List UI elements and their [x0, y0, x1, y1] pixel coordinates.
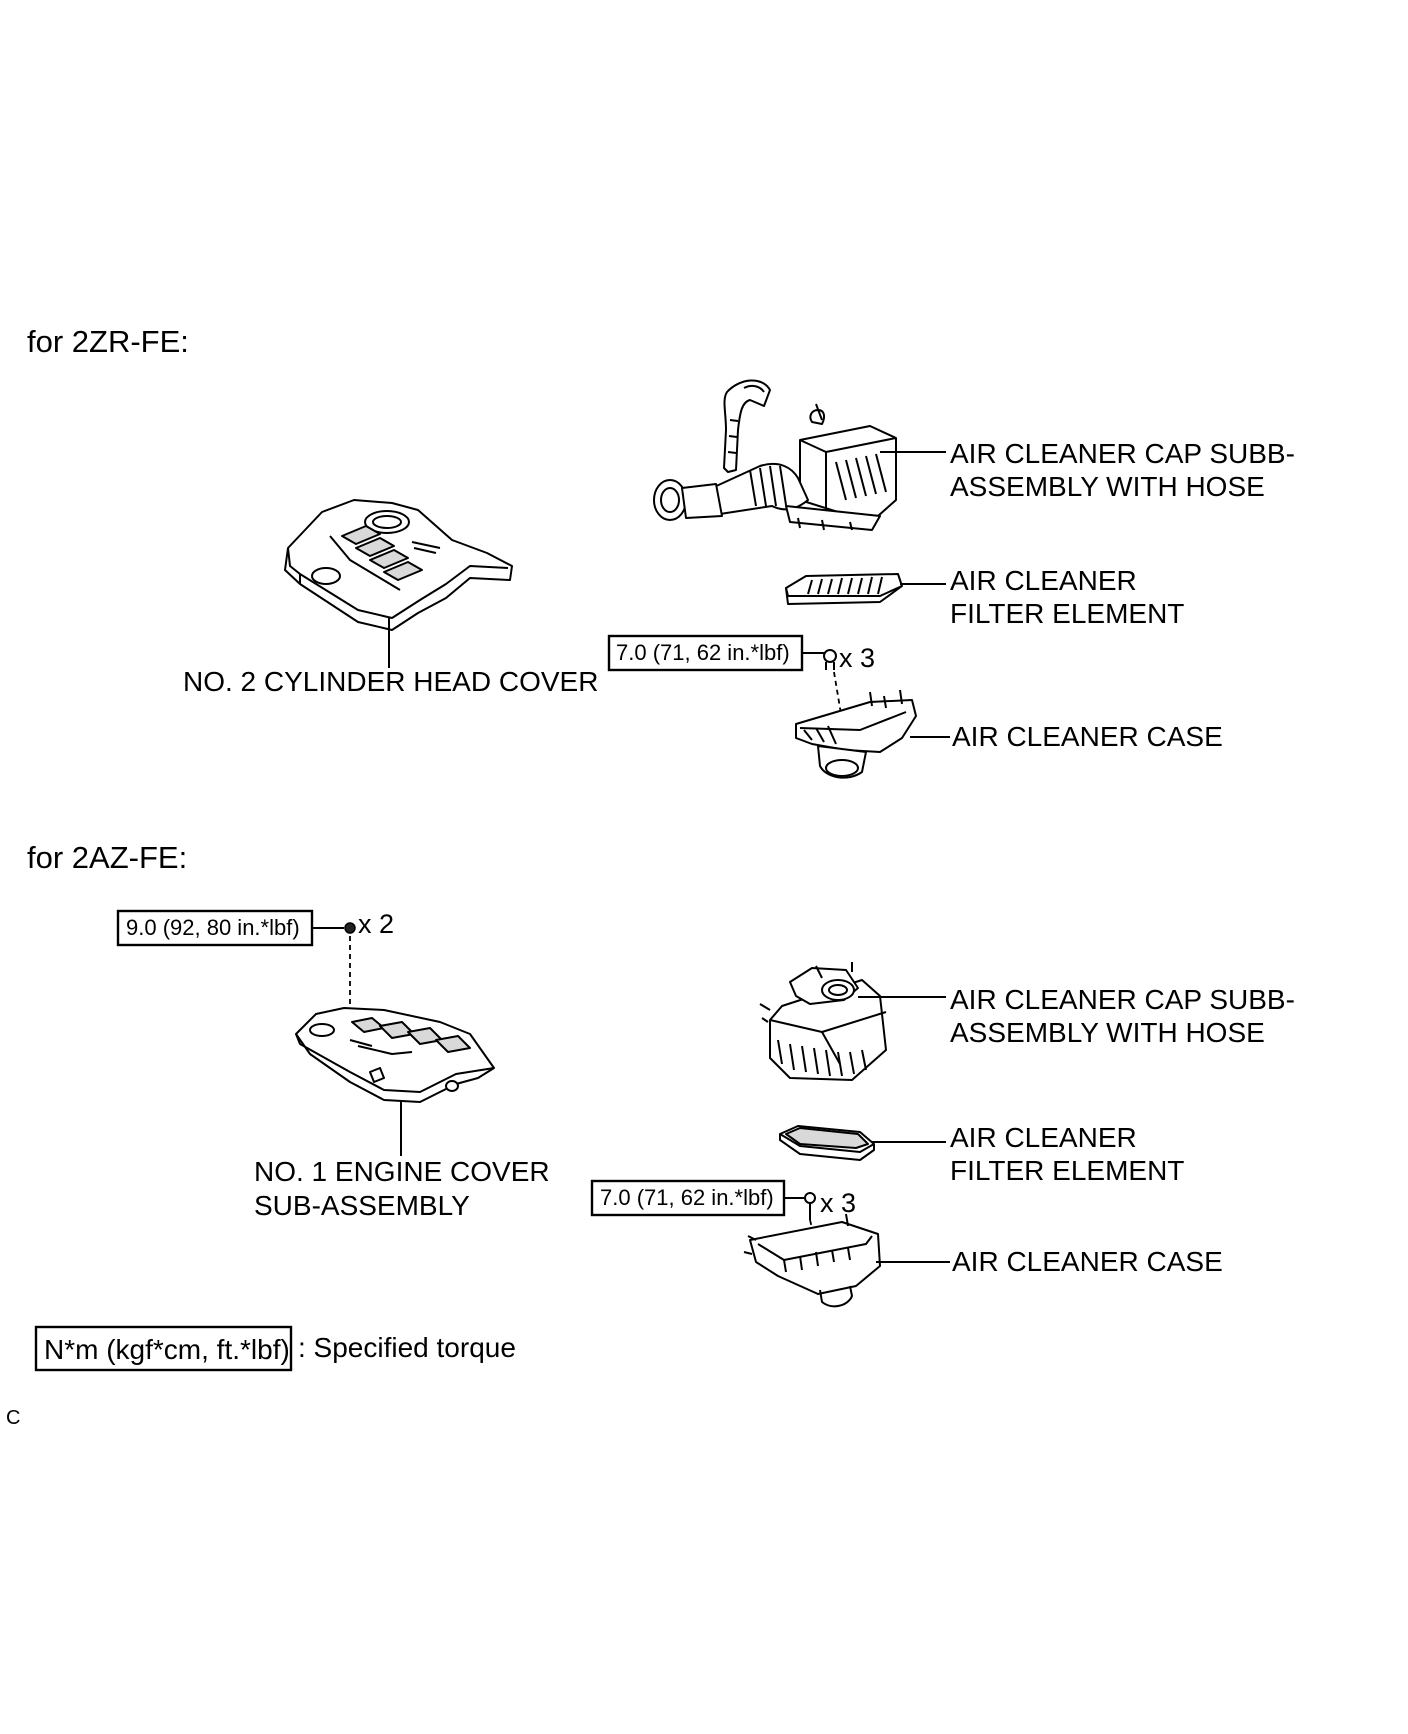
torque-value-2zr: 7.0 (71, 62 in.*lbf) [616, 640, 790, 665]
legend-unit-text: N*m (kgf*cm, ft.*lbf) [44, 1334, 290, 1365]
torque-value-2az-engine-cover: 9.0 (92, 80 in.*lbf) [126, 915, 300, 940]
label-no1-engine-cover-line2: SUB-ASSEMBLY [254, 1190, 470, 1221]
figure-code: C [6, 1407, 20, 1429]
torque-box-2zr [607, 634, 804, 672]
nut-icon-2az [344, 922, 356, 934]
cylinder-head-cover-2zr-illustration [284, 499, 513, 631]
air-cleaner-cap-with-hose-2az-illustration [759, 962, 887, 1081]
legend-specified-torque: : Specified torque [298, 1332, 516, 1363]
qty-2az-case-bolts: x 3 [820, 1188, 856, 1218]
label-no2-cylinder-head-cover: NO. 2 CYLINDER HEAD COVER [183, 666, 598, 697]
label-air-cleaner-filter-2az-line2: FILTER ELEMENT [950, 1155, 1184, 1186]
bolt-icon-2az [804, 1192, 816, 1220]
section-title-2zr: for 2ZR-FE: [27, 324, 189, 359]
label-air-cleaner-filter-2zr-line1: AIR CLEANER [950, 565, 1137, 596]
label-air-cleaner-filter-2az-line1: AIR CLEANER [950, 1122, 1137, 1153]
engine-cover-2az-illustration [295, 1007, 495, 1103]
label-no1-engine-cover-line1: NO. 1 ENGINE COVER [254, 1156, 550, 1187]
section-title-2az: for 2AZ-FE: [27, 840, 187, 875]
label-air-cleaner-cap-2zr-line1: AIR CLEANER CAP SUBB- [950, 438, 1295, 469]
label-air-cleaner-cap-2zr-line2: ASSEMBLY WITH HOSE [950, 471, 1265, 502]
label-air-cleaner-case-2zr: AIR CLEANER CASE [952, 721, 1223, 752]
air-cleaner-filter-element-2az-illustration [779, 1125, 875, 1161]
air-cleaner-case-2az-illustration [743, 1213, 881, 1308]
label-air-cleaner-cap-2az-line1: AIR CLEANER CAP SUBB- [950, 984, 1295, 1015]
legend-unit-box [34, 1325, 293, 1372]
air-cleaner-cap-with-hose-2zr-illustration [653, 379, 897, 531]
qty-2az-engine-cover-nuts: x 2 [358, 909, 394, 939]
label-air-cleaner-cap-2az-line2: ASSEMBLY WITH HOSE [950, 1017, 1265, 1048]
bolt-icon-2zr [823, 649, 837, 670]
air-cleaner-filter-element-2zr-illustration [785, 573, 903, 605]
torque-value-2az: 7.0 (71, 62 in.*lbf) [600, 1185, 774, 1210]
label-air-cleaner-filter-2zr-line2: FILTER ELEMENT [950, 598, 1184, 629]
air-cleaner-case-2zr-illustration [795, 689, 917, 779]
qty-2zr-case-bolts: x 3 [839, 643, 875, 673]
label-air-cleaner-case-2az: AIR CLEANER CASE [952, 1246, 1223, 1277]
